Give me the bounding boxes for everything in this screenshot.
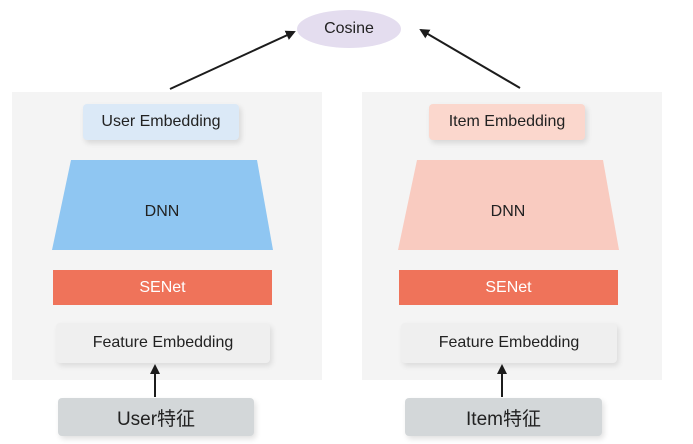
item-feature-embedding-label: Feature Embedding [438, 334, 580, 351]
user-senet-label: SENet [139, 278, 186, 296]
user-dnn-label: DNN [144, 203, 180, 220]
user-embedding-label: User Embedding [101, 113, 221, 130]
item-to-cosine-arrow [419, 28, 521, 89]
user-embedding-box: User Embedding [83, 104, 239, 140]
user-features-label: User特征 [116, 408, 196, 430]
item-senet-label: SENet [485, 278, 532, 296]
user-dnn-trapezoid [52, 160, 273, 250]
item-dnn-label: DNN [490, 203, 526, 220]
user-feature-embedding-label: Feature Embedding [92, 334, 234, 351]
user-to-cosine-arrow [169, 30, 296, 90]
item-features-label: Item特征 [466, 408, 541, 430]
item-embedding-box: Item Embedding [429, 104, 585, 140]
user-senet-box: SENet [53, 270, 272, 305]
user-feature-embedding-box: Feature Embedding [56, 323, 270, 363]
cosine-node: Cosine [297, 10, 401, 48]
item-feature-embedding-box: Feature Embedding [401, 323, 617, 363]
cosine-label: Cosine [324, 20, 374, 37]
item-senet-box: SENet [399, 270, 618, 305]
user-features-box: User特征 [58, 398, 254, 436]
item-embedding-label: Item Embedding [448, 113, 566, 130]
item-dnn-trapezoid [398, 160, 619, 250]
item-features-box: Item特征 [405, 398, 602, 436]
